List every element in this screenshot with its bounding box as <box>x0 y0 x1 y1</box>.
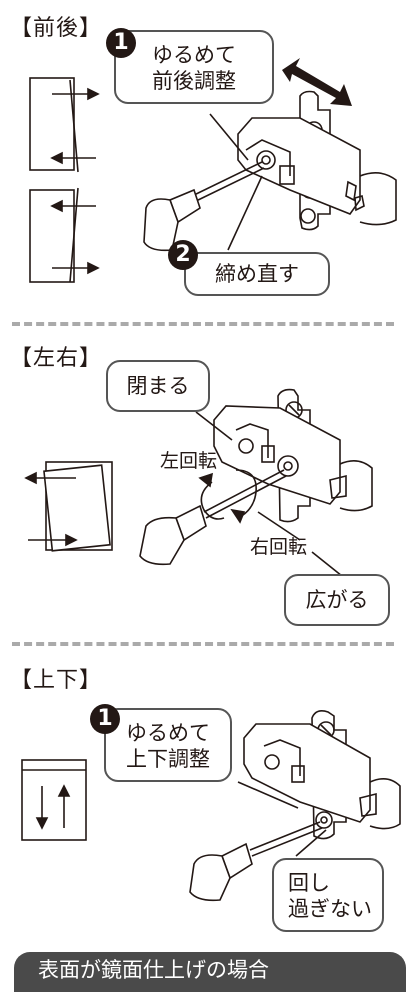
step-number-2-icon: 2 <box>168 240 198 270</box>
double-arrow-icon <box>282 58 352 106</box>
close-bubble: 閉まる <box>106 360 210 412</box>
open-bubble: 広がる <box>284 574 390 626</box>
step1-bubble-up-down: ゆるめて 上下調整 <box>104 708 232 782</box>
hinge-illustration-2 <box>213 388 373 523</box>
step2-text: 締め直す <box>215 262 299 286</box>
hinge-illustration-3 <box>243 710 401 840</box>
caution-bubble: 回し 過ぎない <box>272 858 384 932</box>
screwdriver-illustration <box>143 161 265 252</box>
step1-line2: 前後調整 <box>152 69 236 93</box>
section-label-up-down: 【上下】 <box>10 668 103 693</box>
open-text: 広がる <box>305 588 369 612</box>
step-number-1-icon: 1 <box>106 28 136 58</box>
section-divider-2 <box>12 642 394 646</box>
door-up-down-diagram <box>21 759 87 841</box>
caution-line2: 過ぎない <box>288 897 372 921</box>
door-left-right-diagram <box>24 461 113 552</box>
step1-bubble-front-back: ゆるめて 前後調整 <box>114 30 274 104</box>
step1-line1-up-down: ゆるめて <box>126 721 210 745</box>
section-divider-1 <box>12 322 394 326</box>
left-turn-label: 左回転 <box>160 450 218 472</box>
step1-line1: ゆるめて <box>152 43 236 67</box>
close-text: 閉まる <box>126 374 190 398</box>
hinge-illustration <box>237 90 397 231</box>
section-label-left-right: 【左右】 <box>10 346 103 371</box>
screwdriver-illustration-2 <box>139 469 287 566</box>
right-turn-label: 右回転 <box>250 536 308 558</box>
rotate-left-icon <box>198 472 225 520</box>
step-number-1-icon-up-down: 1 <box>90 704 120 734</box>
door-front-back-diagram <box>29 77 100 283</box>
caution-line1: 回し <box>288 871 330 895</box>
section-label-front-back: 【前後】 <box>10 16 103 41</box>
rotate-right-icon <box>230 469 257 524</box>
step1-line2-up-down: 上下調整 <box>126 747 210 771</box>
footer-heading: 表面が鏡面仕上げの場合 <box>38 958 269 982</box>
screwdriver-illustration-3 <box>189 821 323 902</box>
step2-bubble-front-back: 締め直す <box>184 252 330 296</box>
